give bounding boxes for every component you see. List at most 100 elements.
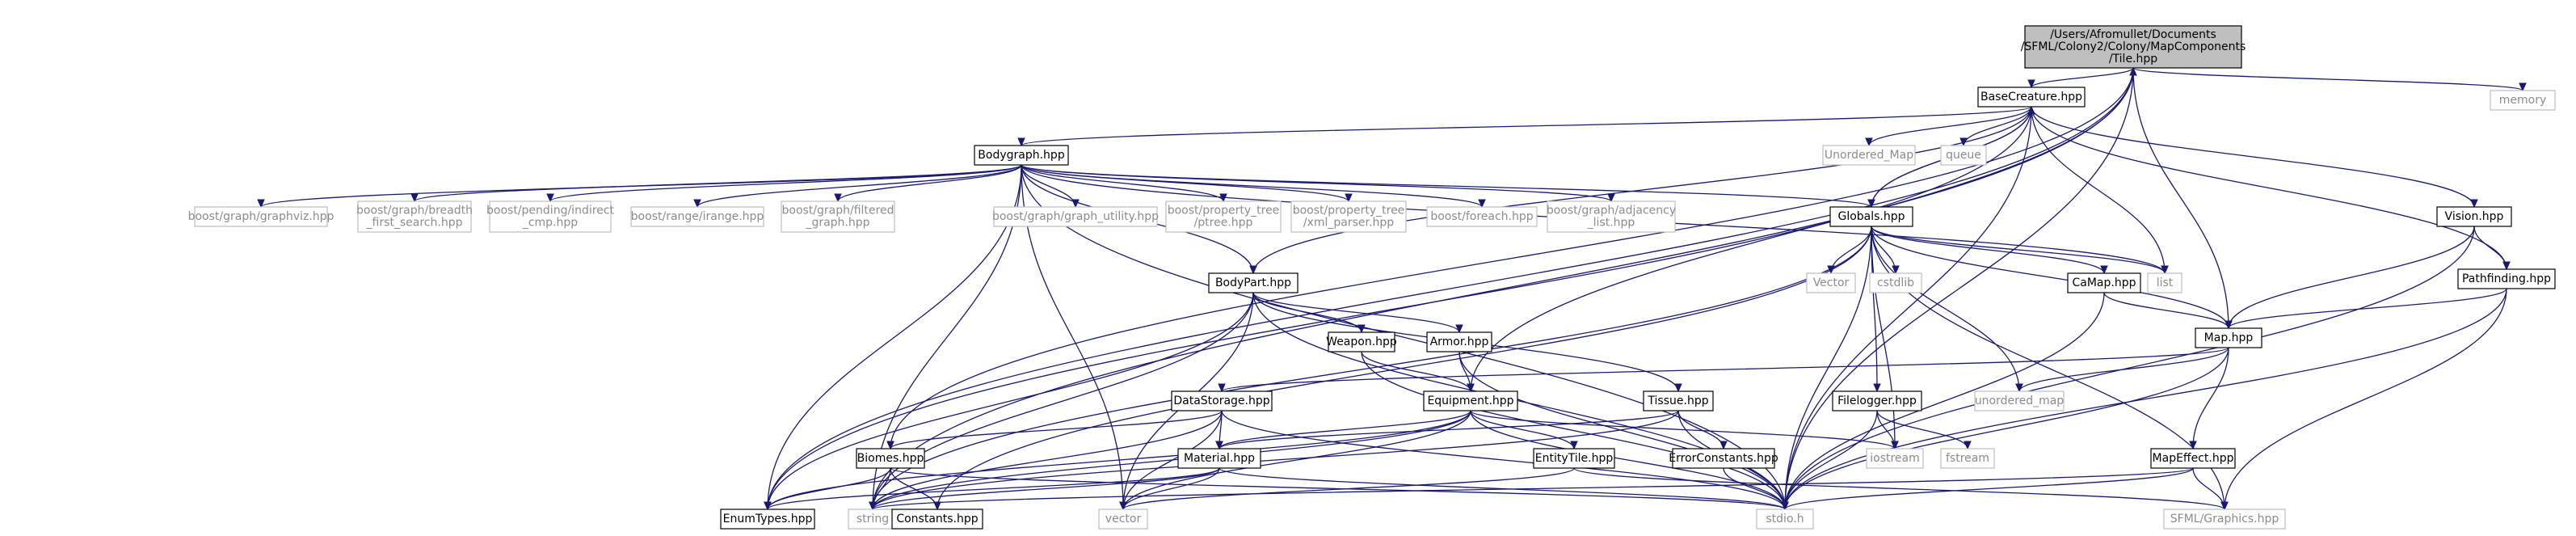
edge-errorconstants-to-stdio [1723,467,1789,511]
node-label: Pathfinding.hpp [2462,272,2551,285]
node-label: boost/foreach.hpp [1430,210,1533,223]
node-basecreature[interactable]: BaseCreature.hpp [1977,87,2086,108]
edge-basecreature-to-vision [2031,106,2478,209]
node-label: boost/graph/graph_utility.hpp [992,210,1159,223]
node-box [2067,272,2141,293]
node-list: list [2147,272,2182,293]
node-label: boost/graph/adjacency [1547,205,1676,217]
node-camap[interactable]: CaMap.hpp [2067,272,2141,293]
node-cstdlib: cstdlib [1869,272,1922,293]
node-box [1426,331,1492,352]
node-unordered_map: unordered_map [1974,390,2065,411]
node-fstream: fstream [1940,448,1995,469]
node-vector_cap: Vector [1806,272,1856,293]
node-label: _cmp.hpp [522,217,578,230]
edge-bodypart-to-armor [1252,292,1463,334]
edge-equipment-to-iostream [1470,410,1899,450]
node-box [2195,327,2262,348]
node-box [974,145,1069,166]
node-iostream: iostream [1866,448,1924,469]
node-label: iostream [1870,452,1920,465]
node-vision[interactable]: Vision.hpp [2436,206,2512,227]
node-bodygraph[interactable]: Bodygraph.hpp [974,145,1069,166]
node-enumtypes[interactable]: EnumTypes.hpp [720,509,815,530]
node-label: Equipment.hpp [1427,395,1513,407]
node-box [2024,25,2242,69]
node-label: queue [1946,149,1981,162]
node-box [194,206,328,227]
node-box [630,206,764,227]
edge-tile-to-basecreature [2027,67,2134,89]
edge-tissue-to-material [1215,410,1679,450]
node-weapon[interactable]: Weapon.hpp [1326,331,1397,352]
node-box [2436,206,2512,227]
node-label: boost/graph/filtered [782,205,894,217]
edges-layer [257,66,2527,511]
edge-tissue-to-errorconstants [1677,410,1728,450]
node-globals[interactable]: Globals.hpp [1829,206,1913,227]
node-label: Material.hpp [1184,452,1255,465]
edge-mapeffect-to-sfmlgraphics [2192,467,2229,511]
node-label: boost/graph/graphviz.hpp [188,210,335,223]
node-box [1672,448,1775,469]
edge-vision-to-pathfinding [2473,226,2511,271]
node-material[interactable]: Material.hpp [1177,448,1261,469]
edge-globals-to-camap [1871,226,2108,275]
node-label: EnumTypes.hpp [723,513,813,525]
node-foreach: boost/foreach.hpp [1426,206,1538,227]
node-label: Tissue.hpp [1647,395,1708,407]
edge-weapon-to-equipment [1361,351,1475,393]
node-pathfinding[interactable]: Pathfinding.hpp [2457,268,2556,289]
node-box [1832,390,1922,411]
edge-map-to-datastorage [1218,347,2229,393]
node-box [1822,145,1916,166]
node-box [2457,268,2556,289]
node-string: string [848,509,898,530]
node-label: Unordered_Map [1825,149,1913,162]
node-label: Weapon.hpp [1326,336,1397,348]
edge-basecreature-to-bodygraph [1017,106,2032,147]
node-label: boost/range/irange.hpp [631,210,764,223]
node-box [1643,390,1714,411]
node-label: Filelogger.hpp [1837,395,1917,407]
node-queue: queue [1940,145,1987,166]
node-label: boost/graph/breadth [356,205,473,217]
node-mapeffect[interactable]: MapEffect.hpp [2150,448,2236,469]
node-label: unordered_map [1975,395,2064,407]
node-map[interactable]: Map.hpp [2195,327,2262,348]
node-entitytile[interactable]: EntityTile.hpp [1533,448,1615,469]
node-box [1977,87,2086,108]
edge-biomes-to-constants [890,467,941,511]
node-label: list [2157,276,2174,289]
node-armor[interactable]: Armor.hpp [1426,331,1492,352]
node-filelogger[interactable]: Filelogger.hpp [1832,390,1922,411]
node-tile: /Users/Afromullet/Documents/SFML/Colony2… [2021,25,2246,69]
node-biomes[interactable]: Biomes.hpp [856,448,925,469]
node-box [1290,200,1407,233]
node-label: /ptree.hpp [1194,217,1253,230]
node-box [1756,509,1814,530]
nodes-layer: /Users/Afromullet/Documents/SFML/Colony2… [188,25,2556,530]
node-bodypart[interactable]: BodyPart.hpp [1208,272,1299,293]
node-constants[interactable]: Constants.hpp [891,509,983,530]
node-box [781,200,895,233]
node-label: ErrorConstants.hpp [1669,452,1778,465]
edge-map-to-mapeffect [2189,347,2229,450]
edge-filelogger-to-fstream [1876,410,1972,450]
edge-pathfinding-to-sfmlgraphics [2220,288,2507,511]
edge-entitytile-to-sfmlgraphics [1573,467,2229,511]
node-box [2490,90,2556,111]
node-box [1208,272,1299,293]
edge-globals-to-list [1871,226,2169,275]
node-datastorage[interactable]: DataStorage.hpp [1171,390,1273,411]
edge-map-to-tile [2129,66,2229,329]
node-errorconstants[interactable]: ErrorConstants.hpp [1669,448,1778,469]
edge-bodygraph-to-breadth [410,164,1022,203]
node-label: boost/pending/indirect [486,205,614,217]
edge-tile-to-memory [2132,67,2527,92]
node-memory: memory [2490,90,2556,111]
node-equipment[interactable]: Equipment.hpp [1423,390,1518,411]
node-tissue[interactable]: Tissue.hpp [1643,390,1714,411]
node-box [357,200,472,233]
